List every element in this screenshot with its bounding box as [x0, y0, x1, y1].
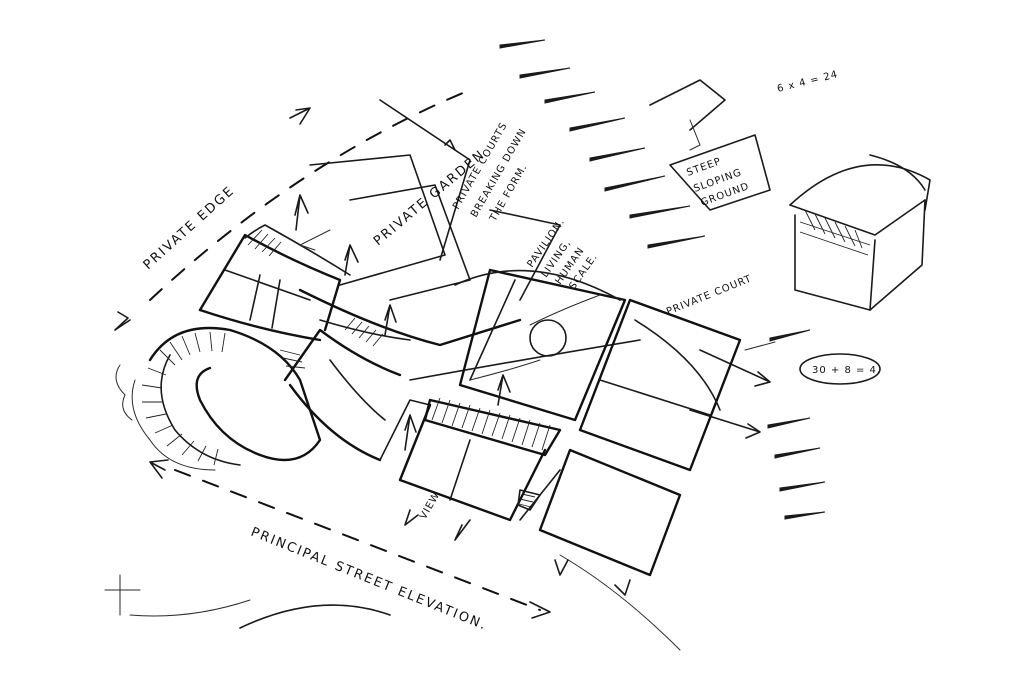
left-building-block — [198, 224, 351, 342]
circulation-arrows — [294, 139, 631, 596]
garden-frames — [298, 99, 561, 301]
lower-middle-block — [398, 403, 547, 522]
private-garden-label: PRIVATE GARDEN — [371, 147, 489, 249]
spiral-ramp — [115, 326, 322, 471]
calc-right-label: 30 + 8 = 4. — [812, 365, 881, 376]
perspective-sketch — [789, 154, 931, 311]
principal-street-label: PRINCIPAL STREET ELEVATION. — [249, 525, 490, 634]
view-label: VIEW — [418, 490, 443, 521]
calc-ellipse — [799, 353, 881, 385]
right-building-blocks — [519, 298, 742, 577]
principal-street-line — [104, 459, 681, 651]
calc-top-label: 6 x 4 = 24 — [776, 69, 839, 95]
main-curved-bar — [279, 288, 522, 462]
private-court-label: PRIVATE COURT — [665, 273, 754, 317]
central-connector — [409, 339, 641, 457]
private-edge-label: PRIVATE EDGE — [141, 183, 238, 273]
slope-marks — [499, 39, 826, 520]
steep-ground-box — [649, 79, 771, 211]
slope-arrows — [689, 341, 776, 439]
pavilion — [454, 268, 627, 422]
private-edge-line — [114, 89, 471, 331]
